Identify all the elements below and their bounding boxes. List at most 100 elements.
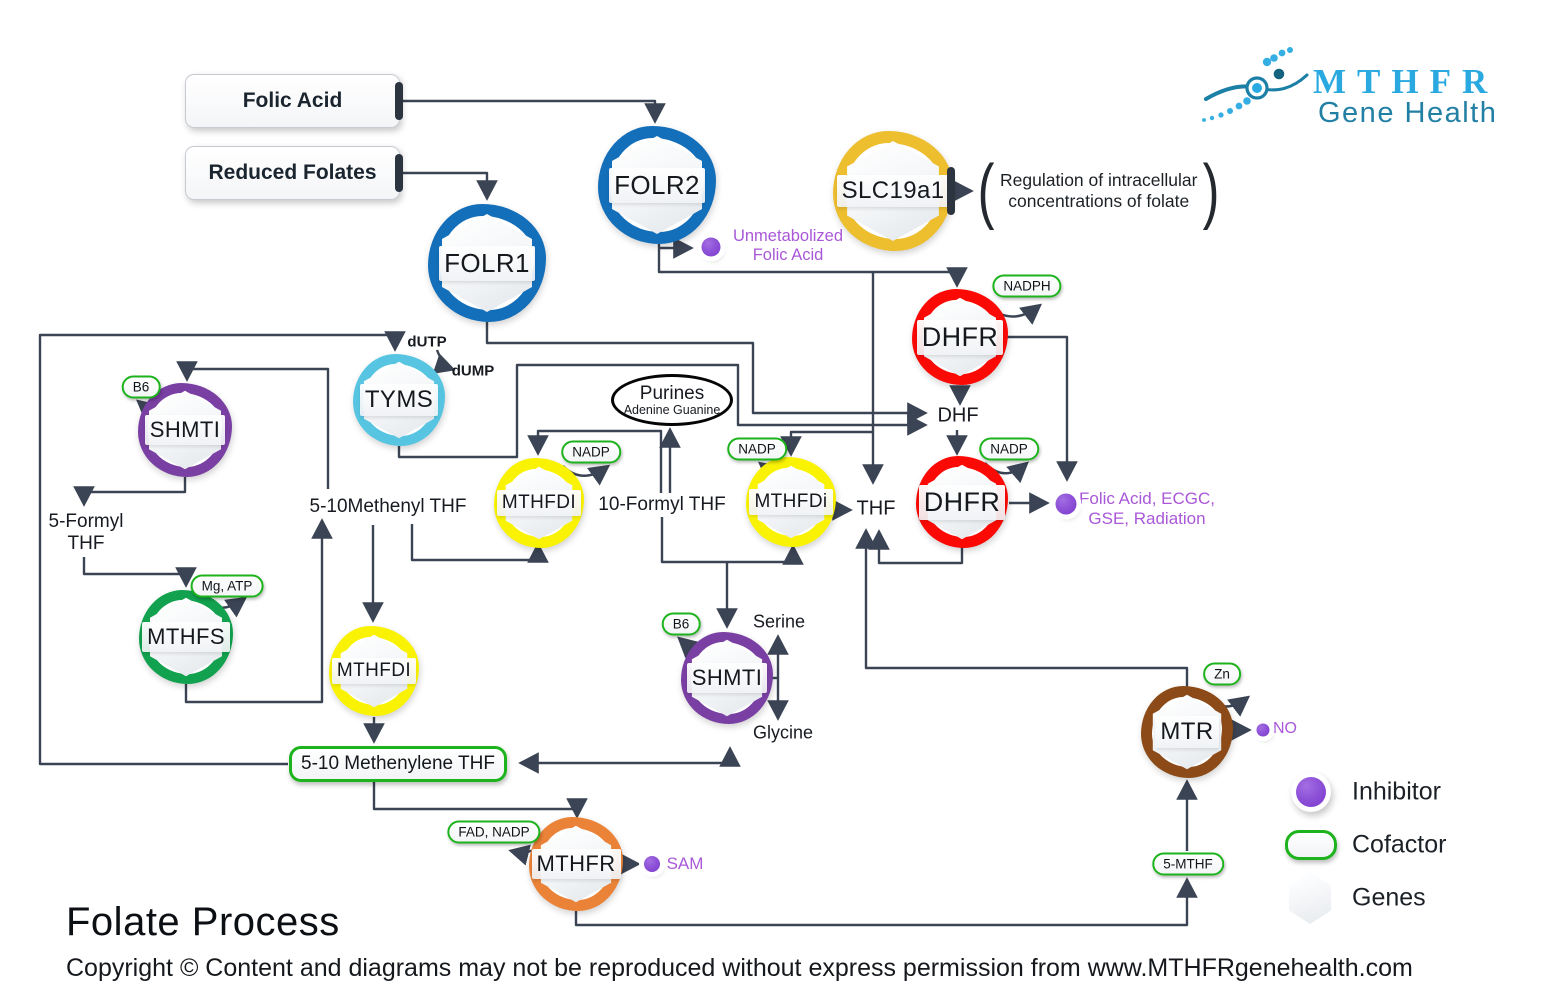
inhibitor-dhfr-label: Folic Acid, ECGC, GSE, Radiation (1078, 489, 1216, 528)
arrow-box-shmtilower-bidir (518, 746, 741, 774)
arrow-folicacid-folr2 (401, 99, 666, 124)
copyright-text: Copyright © Content and diagrams may not… (66, 954, 1413, 982)
inhibitor-dot-no (1256, 723, 1270, 737)
cofactor-pill-nadp-mid: NADP (561, 440, 621, 464)
gene-node-folr2: FOLR2 (598, 126, 716, 244)
arrow-shmtiupper-formyl5 (73, 477, 187, 507)
gene-label: FOLR1 (439, 245, 535, 281)
cofactor-pill-b6-upper: B6 (121, 375, 161, 399)
reduced-folates-label: Reduced Folates (208, 161, 377, 184)
arrow-folr2-dhfr (657, 244, 968, 288)
inhibitor-dot-unmetabolized (701, 237, 721, 257)
gene-label: TYMS (359, 384, 439, 416)
legend-inhibitor-icon (1291, 772, 1331, 812)
metabolite-5-formyl-thf: 5-Formyl THF (48, 511, 124, 554)
logo-subtitle-text: Gene Health (1318, 97, 1498, 129)
gene-node-mthfdi-right: MTHFDi (746, 457, 836, 547)
gene-label: MTHFR (531, 849, 621, 879)
gene-node-folr1: FOLR1 (428, 204, 546, 322)
arrow-dhfrupper-inhibitor (1006, 335, 1078, 482)
arrow-dutp-dump-arc (432, 349, 456, 374)
legend-cofactor-icon (1285, 830, 1337, 860)
reduced-folates-box: Reduced Folates (185, 146, 403, 200)
slc19a1-note-line2: concentrations of folate (1008, 191, 1190, 211)
cofactor-pill-b6-lower: B6 (661, 612, 701, 636)
slc19a1-note-line1: Regulation of intracellular (999, 170, 1198, 190)
gene-node-mthfs: MTHFS (139, 590, 233, 684)
arrow-folr1-dhf (485, 322, 928, 424)
purines-oval: Purines Adenine Guanine (611, 374, 733, 426)
gene-node-mtr: MTR (1141, 686, 1233, 778)
inhibitor-dot-sam (644, 856, 660, 872)
gene-node-shmti-lower: SHMTI (681, 632, 773, 724)
metabolite-dump: dUMP (451, 362, 495, 380)
arrow-methenyl-mthfdimid (410, 524, 549, 563)
cofactor-pill-nadph: NADPH (992, 274, 1062, 298)
metabolite-methenyl-thf: 5-10Methenyl THF (309, 496, 467, 517)
legend-inhibitor-label: Inhibitor (1352, 777, 1441, 806)
gene-label: MTHFDi (749, 489, 833, 515)
paren-open: ( (977, 151, 995, 231)
gene-label: SHMTI (686, 663, 768, 693)
arrow-dhfrlower-thf (868, 529, 964, 565)
gene-label: MTR (1155, 716, 1219, 748)
gene-label: SHMTI (144, 415, 226, 445)
purines-subtitle: Adenine Guanine (623, 402, 721, 417)
cofactor-pill-mg-atp: Mg, ATP (190, 574, 264, 598)
inhibitor-dot-dhfr (1055, 493, 1077, 515)
gene-label: MTHFDI (331, 658, 417, 684)
folic-acid-label: Folic Acid (242, 89, 343, 112)
metabolite-thf: THF (856, 497, 896, 520)
cofactor-pill-fad-nadp: FAD, NADP (447, 820, 541, 844)
arrow-formyl5-mthfs (82, 557, 197, 588)
cofactor-pill-nadp-dhfr: NADP (979, 437, 1039, 461)
gene-node-slc19a1: SLC19a1 (833, 131, 953, 251)
gene-node-tyms: TYMS (353, 354, 445, 446)
metabolite-dhf: DHF (937, 404, 979, 427)
arrow-reducedfolates-folr1 (401, 171, 498, 201)
cofactor-pill-nadp-right: NADP (727, 437, 787, 461)
inhibitor-no-label: NO (1273, 720, 1297, 737)
gene-node-dhfr-lower: DHFR (916, 456, 1008, 548)
gene-label: MTHFS (142, 622, 230, 652)
arrow-branch-mthfdi-right (780, 430, 873, 457)
arrow-mthfs-methenyl (184, 518, 333, 704)
metabolite-glycine: Glycine (752, 722, 814, 743)
arrow-box-mthfr (372, 781, 588, 819)
cofactor-pill-5mthf: 5-MTHF (1152, 852, 1224, 876)
metabolite-dutp: dUTP (407, 333, 447, 351)
metabolite-serine: Serine (752, 611, 806, 632)
legend-cofactor-label: Cofactor (1352, 830, 1447, 859)
gene-label: MTHFDI (496, 490, 582, 516)
arrow-tyms-dhf (397, 363, 928, 459)
methenylene-thf-box: 5-10 Methenylene THF (289, 746, 507, 782)
gene-node-dhfr-upper: DHFR (912, 289, 1008, 385)
arrow-methenyl-shmtiupper (176, 361, 330, 489)
metabolite-10-formyl-thf: 10-Formyl THF (598, 494, 726, 515)
arrow-methenylenebox-tyms (38, 331, 406, 766)
gene-node-mthfdi-mid: MTHFDI (494, 458, 584, 548)
purines-title: Purines (639, 382, 705, 404)
gene-label: DHFR (916, 319, 1004, 355)
inhibitor-sam-label: SAM (666, 854, 704, 873)
gene-label: DHFR (918, 484, 1006, 520)
gene-node-shmti-upper: SHMTI (138, 383, 232, 477)
arrow-mthfr-5mthf (574, 877, 1198, 927)
arrow-mtr-thf (855, 528, 1189, 687)
slc19a1-output-bar (947, 167, 955, 215)
inhibitor-dot-icon (1296, 777, 1326, 807)
logo-brand-text: MTHFR (1313, 62, 1499, 101)
legend-genes-label: Genes (1352, 883, 1426, 912)
paren-close: ) (1203, 151, 1220, 231)
gene-node-mthfdi-lower: MTHFDI (329, 626, 419, 716)
page-title: Folate Process (66, 900, 340, 944)
cofactor-pill-zn: Zn (1203, 662, 1241, 686)
logo-dna-icon (1202, 47, 1309, 122)
gene-node-mthfr: MTHFR (529, 817, 623, 911)
arrow-formyl10-mthfdimid (527, 429, 663, 493)
folic-acid-box: Folic Acid (185, 74, 403, 128)
inhibitor-unmetabolized-label: Unmetabolized Folic Acid (732, 227, 844, 264)
gene-label: FOLR2 (609, 167, 705, 203)
